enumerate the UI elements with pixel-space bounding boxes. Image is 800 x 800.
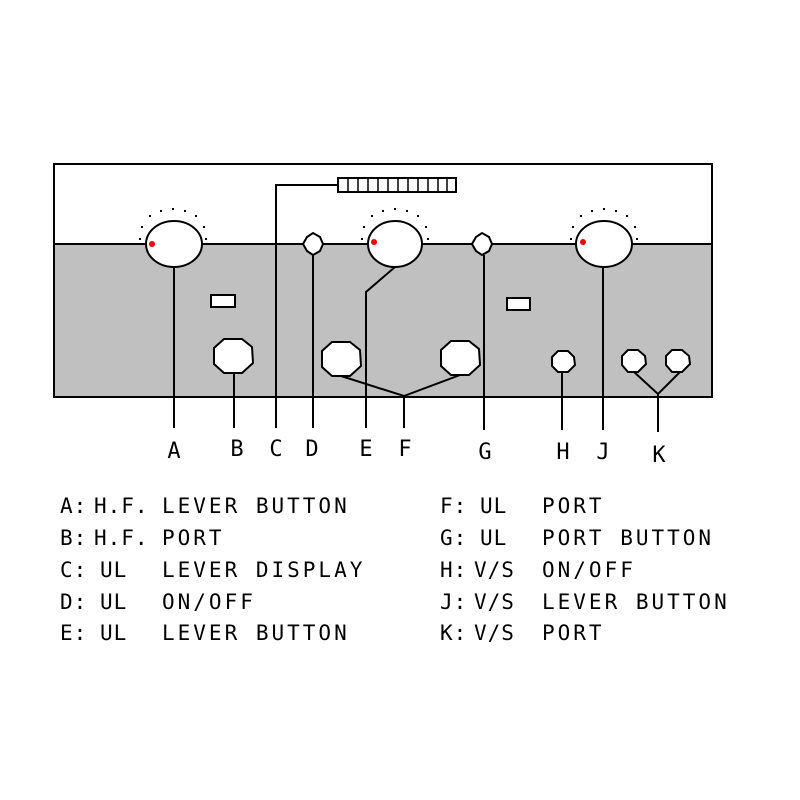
- legend-text: PORT: [542, 621, 605, 645]
- legend-key: J:: [440, 590, 468, 614]
- legend-prefix: V/S: [474, 590, 515, 614]
- callout-d: D: [305, 437, 318, 462]
- vs-lever-knob: [570, 208, 638, 268]
- ul-port-right: [440, 340, 482, 376]
- legend-prefix: H.F.: [94, 526, 149, 550]
- vs-lever-indicator-dot: [580, 239, 586, 245]
- legend-text: ON/OFF: [542, 558, 636, 582]
- legend-text: ON/OFF: [162, 590, 256, 614]
- legend-text: LEVER BUTTON: [162, 494, 350, 518]
- legend-key: C:: [60, 558, 88, 582]
- legend-prefix: UL: [480, 494, 508, 518]
- hf-lever-indicator-dot: [149, 241, 155, 247]
- legend-prefix: V/S: [474, 558, 515, 582]
- callout-e: E: [359, 437, 372, 462]
- legend-key: K:: [440, 621, 468, 645]
- hf-indicator-slot: [210, 294, 236, 308]
- hf-lever-knob: [139, 208, 207, 268]
- ul-lever-knob: [361, 208, 429, 268]
- legend-text: PORT BUTTON: [542, 526, 715, 550]
- legend-prefix: UL: [100, 621, 128, 645]
- legend-text: LEVER DISPLAY: [162, 558, 366, 582]
- callout-a: A: [167, 439, 180, 464]
- callout-j: J: [596, 440, 609, 465]
- lever-display: [337, 177, 457, 193]
- callout-f: F: [398, 437, 411, 462]
- leader-c: [275, 184, 338, 428]
- legend-key: H:: [440, 558, 468, 582]
- ul-lever-indicator-dot: [371, 239, 377, 245]
- vs-port-right: [665, 349, 692, 373]
- legend-key: D:: [60, 590, 88, 614]
- legend-prefix: UL: [480, 526, 508, 550]
- leader-e: [365, 266, 396, 428]
- legend-text: LEVER BUTTON: [542, 590, 730, 614]
- legend-key: E:: [60, 621, 88, 645]
- vs-on-off-switch: [551, 350, 577, 373]
- legend-key: F:: [440, 494, 468, 518]
- ul-port-left: [321, 341, 363, 377]
- ul-lever-scale: [361, 208, 429, 240]
- vs-indicator-slot: [506, 297, 531, 311]
- ul-on-off-switch: [301, 231, 325, 257]
- callout-b: B: [230, 437, 243, 462]
- legend-prefix: V/S: [474, 621, 515, 645]
- legend-key: A:: [60, 494, 88, 518]
- legend-text: PORT: [162, 526, 225, 550]
- legend-key: B:: [60, 526, 88, 550]
- panel-lower-section: [54, 244, 712, 397]
- callout-k: K: [652, 443, 666, 468]
- leader-lines: [173, 184, 681, 432]
- legend-prefix: UL: [100, 590, 128, 614]
- legend-text: PORT: [542, 494, 605, 518]
- legend-prefix: H.F.: [94, 494, 149, 518]
- vs-lever-scale: [570, 208, 638, 240]
- legend-key: G:: [440, 526, 468, 550]
- legend-text: LEVER BUTTON: [162, 621, 350, 645]
- hf-port: [213, 338, 255, 374]
- vs-port-left: [621, 349, 648, 373]
- hf-lever-scale: [139, 208, 207, 240]
- legend-prefix: UL: [100, 558, 128, 582]
- panel-outline: [53, 163, 713, 398]
- callout-c: C: [269, 437, 282, 462]
- callout-h: H: [556, 440, 569, 465]
- ul-port-button: [470, 231, 494, 257]
- callout-g: G: [478, 440, 491, 465]
